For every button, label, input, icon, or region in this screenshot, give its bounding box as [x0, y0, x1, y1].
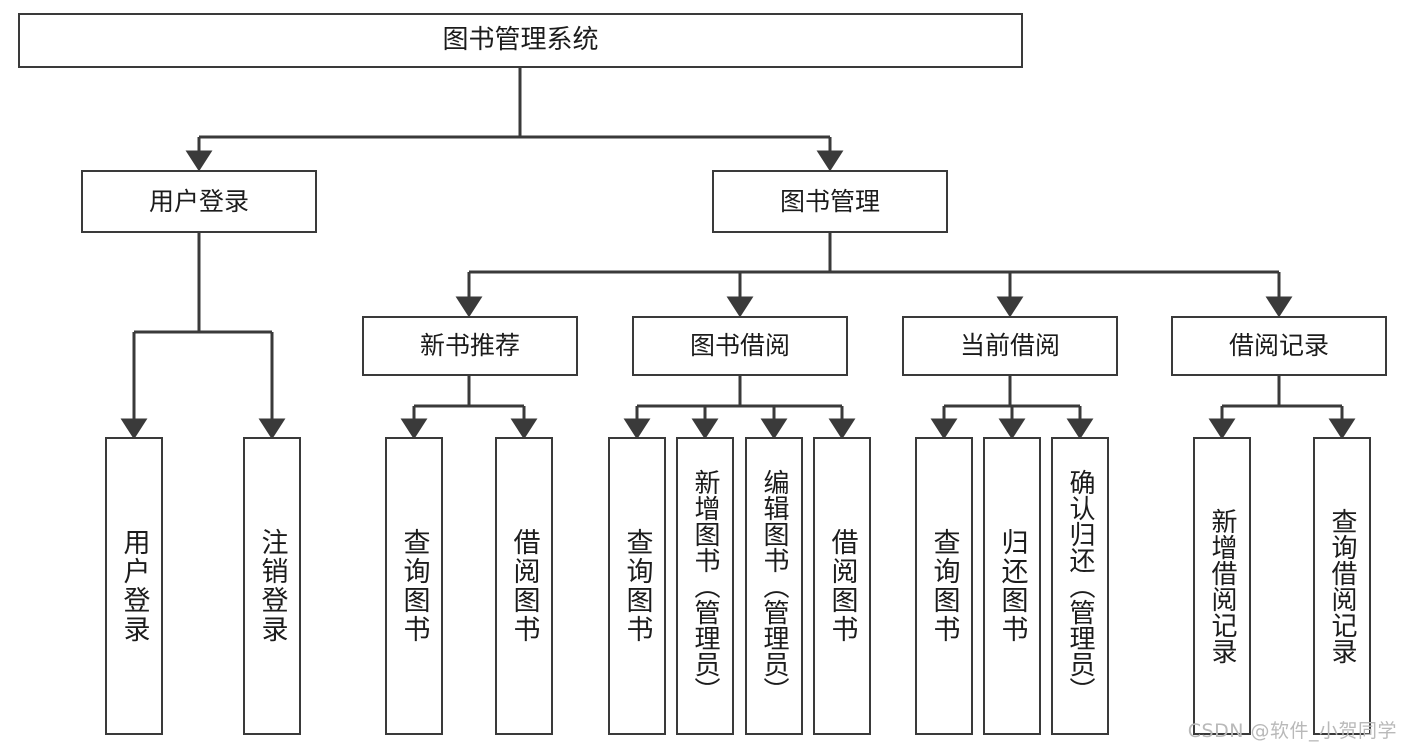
node-label: 归还图书: [996, 528, 1028, 644]
leaf-borrow-record-query-record[interactable]: 查询借阅记录: [1313, 437, 1371, 735]
node-label: 查询借阅记录: [1327, 508, 1357, 664]
node-book-management[interactable]: 图书管理: [712, 170, 948, 233]
node-label: 查询图书: [621, 528, 653, 644]
leaf-current-borrow-query-books[interactable]: 查询图书: [915, 437, 973, 735]
node-label: 借阅图书: [508, 528, 540, 644]
leaf-user-login-logout[interactable]: 注销登录: [243, 437, 301, 735]
node-label: 图书管理: [779, 186, 880, 216]
node-label: 编辑图书（管理员）: [759, 469, 789, 703]
leaf-current-borrow-return-books[interactable]: 归还图书: [983, 437, 1041, 735]
leaf-user-login-login[interactable]: 用户登录: [105, 437, 163, 735]
leaf-book-borrow-edit-book-admin[interactable]: 编辑图书（管理员）: [745, 437, 803, 735]
node-label: 图书管理系统: [442, 25, 599, 56]
leaf-book-borrow-query-books[interactable]: 查询图书: [608, 437, 666, 735]
node-label: 查询图书: [398, 528, 430, 644]
node-label: 确认归还（管理员）: [1065, 469, 1095, 703]
node-borrow-record[interactable]: 借阅记录: [1171, 316, 1387, 376]
node-user-login[interactable]: 用户登录: [81, 170, 317, 233]
node-label: 当前借阅: [959, 331, 1060, 361]
node-label: 查询图书: [928, 528, 960, 644]
node-label: 新增借阅记录: [1207, 508, 1237, 664]
node-label: 新书推荐: [419, 331, 520, 361]
node-book-borrow[interactable]: 图书借阅: [632, 316, 848, 376]
node-current-borrow[interactable]: 当前借阅: [902, 316, 1118, 376]
node-label: 借阅记录: [1228, 331, 1329, 361]
watermark-text: CSDN @软件_小贺同学: [1187, 720, 1397, 742]
node-root-book-management-system[interactable]: 图书管理系统: [18, 13, 1023, 68]
node-label: 用户登录: [118, 528, 150, 644]
node-label: 借阅图书: [826, 528, 858, 644]
leaf-book-borrow-add-book-admin[interactable]: 新增图书（管理员）: [676, 437, 734, 735]
node-label: 用户登录: [148, 186, 249, 216]
node-new-book-recommend[interactable]: 新书推荐: [362, 316, 578, 376]
leaf-borrow-record-add-record[interactable]: 新增借阅记录: [1193, 437, 1251, 735]
leaf-current-borrow-confirm-return-admin[interactable]: 确认归还（管理员）: [1051, 437, 1109, 735]
leaf-new-book-query-books[interactable]: 查询图书: [385, 437, 443, 735]
node-label: 新增图书（管理员）: [690, 469, 720, 703]
leaf-new-book-borrow-books[interactable]: 借阅图书: [495, 437, 553, 735]
node-label: 注销登录: [256, 528, 288, 644]
leaf-book-borrow-borrow-books[interactable]: 借阅图书: [813, 437, 871, 735]
node-label: 图书借阅: [689, 331, 790, 361]
